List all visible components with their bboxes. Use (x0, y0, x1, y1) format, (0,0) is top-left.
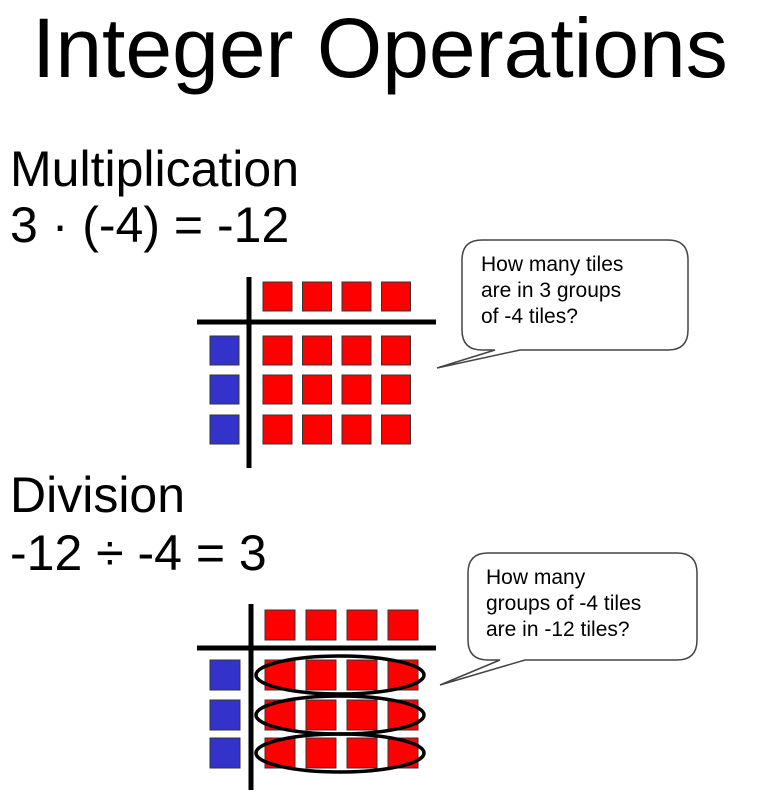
positive-tile (209, 699, 241, 731)
callout-line: groups of -4 tiles (486, 592, 642, 615)
negative-tile (262, 281, 293, 312)
division-tile-model (197, 604, 436, 790)
callout-line: of -4 tiles? (481, 305, 578, 328)
negative-tile (341, 335, 372, 366)
division-callout-bubble (439, 552, 698, 686)
division-equation: -12 ÷ -4 = 3 (10, 525, 267, 581)
multiplication-tile-model (197, 277, 436, 468)
negative-tile (305, 609, 337, 641)
negative-tile (341, 414, 372, 445)
negative-tile (302, 374, 332, 405)
negative-tile (346, 659, 378, 691)
division-heading: Division (10, 467, 186, 523)
multiplication-equation: 3 · (-4) = -12 (10, 197, 290, 253)
group-oval (254, 654, 426, 696)
negative-tile (381, 335, 411, 366)
division-callout-text: How many groups of -4 tiles are in -12 t… (486, 565, 641, 643)
negative-tile (387, 609, 419, 641)
negative-tile (302, 281, 332, 312)
negative-tile (346, 737, 378, 769)
negative-tile (341, 374, 372, 405)
negative-tile (341, 281, 372, 312)
multiplication-callout-bubble (436, 239, 689, 369)
positive-tile (209, 737, 241, 769)
negative-tile (305, 699, 337, 731)
callout-line: How many tiles (481, 253, 624, 276)
positive-tile (209, 414, 240, 445)
negative-tile (381, 374, 411, 405)
multiplication-heading: Multiplication (10, 141, 300, 197)
negative-tile (346, 609, 378, 641)
negative-tile (302, 335, 332, 366)
group-oval (254, 732, 426, 774)
negative-tile (346, 699, 378, 731)
negative-tile (264, 609, 296, 641)
negative-tile (305, 737, 337, 769)
negative-tile (262, 414, 293, 445)
positive-tile (209, 374, 240, 405)
positive-tile (209, 659, 241, 691)
positive-tile (209, 335, 240, 366)
multiplication-callout-text: How many tiles are in 3 groups of -4 til… (481, 252, 623, 330)
negative-tile (262, 335, 293, 366)
callout-line: are in 3 groups (481, 279, 622, 302)
callout-line: are in -12 tiles? (486, 618, 630, 641)
slide-title: Integer Operations (32, 1, 728, 95)
negative-tile (381, 414, 411, 445)
negative-tile (381, 281, 411, 312)
negative-tile (305, 659, 337, 691)
callout-line: How many (486, 566, 586, 589)
negative-tile (302, 414, 332, 445)
negative-tile (262, 374, 293, 405)
